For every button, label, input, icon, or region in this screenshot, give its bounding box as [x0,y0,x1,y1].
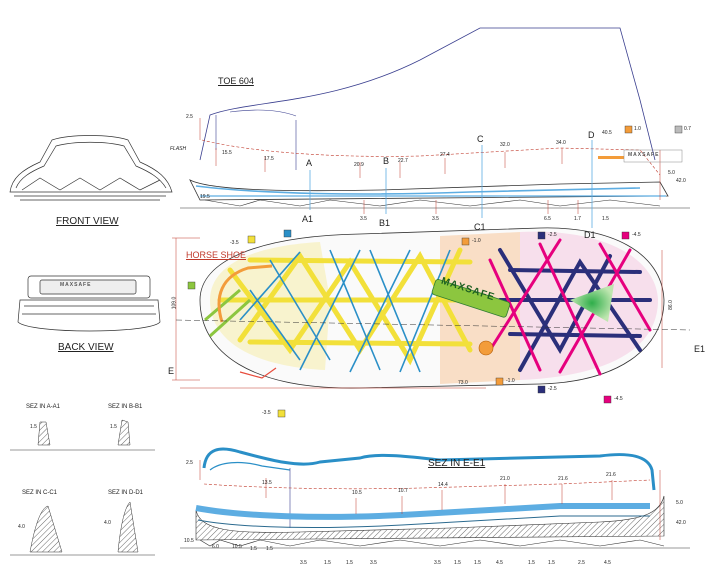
toe-label: TOE 604 [218,76,254,86]
dim-side: 32.0 [500,142,510,148]
marker-d: D [588,130,595,140]
section-ee1-drawing [180,447,690,549]
back-view-label: BACK VIEW [58,342,114,353]
dim-side: 1.0 [634,126,641,132]
dim-ee1-bottom: 1.5 [474,560,481,566]
dim-side: 0.7 [684,126,691,132]
small-sections [10,419,155,556]
marker-e: E [168,366,175,376]
dim-side: 2.5 [186,114,193,120]
dim-side: 5.0 [668,170,675,176]
dim-side: 3.5 [432,216,439,222]
dim-ee1: 21.0 [500,476,510,482]
dim-ee1: 21.6 [558,476,568,482]
dim-ee1-bottom: 3.5 [370,560,377,566]
back-view-brand: MAXSAFE [60,282,92,288]
front-view-drawing [9,135,173,201]
sez-dd1-label: SEZ IN D-D1 [108,490,144,496]
dim-sole-marker: -1.0 [472,238,481,244]
dim-side: 40.5 [602,130,612,136]
dim-sole-marker: -4.5 [614,396,623,402]
flash-label: FLASH [170,146,187,152]
dim-ee1: 5.0 [676,500,683,506]
dim-side: 15.5 [222,150,232,156]
dim-ee1: 10.5 [352,490,362,496]
marker-b: B [383,156,390,166]
dim-sole-marker: -3.5 [230,240,239,246]
dim-ee1: 1.5 [266,546,273,552]
dim-ee1-bottom: 3.5 [434,560,441,566]
marker-a1: A1 [302,214,314,224]
dim-sole-marker: -1.0 [506,378,515,384]
dim-ee1-bottom: 1.5 [454,560,461,566]
dim-ee1: 2.5 [186,460,193,466]
dim-width: 109.0 [171,296,178,310]
dim-sole-marker: -3.5 [262,410,271,416]
horse-shoe-label: HORSE SHOE [186,250,247,260]
outsole-top-view [172,227,691,418]
dim-pos: 73.0 [458,380,468,386]
dim-ee1-bottom: 4.5 [604,560,611,566]
dim-sec: 1.5 [30,424,37,430]
dim-side: 6.5 [544,216,551,222]
dim-ee1-bottom: 2.5 [578,560,585,566]
marker-d1: D1 [584,230,596,240]
sez-aa1-label: SEZ IN A-A1 [26,404,61,410]
front-view-label: FRONT VIEW [56,216,119,227]
dim-ee1-bottom: 1.5 [324,560,331,566]
dim-ee1-bottom: 3.5 [300,560,307,566]
dim-side: 1.7 [574,216,581,222]
dim-sole-marker: -2.5 [548,232,557,238]
marker-b1: B1 [379,218,391,228]
dim-side: 20.9 [354,162,364,168]
dim-width-right: 86.0 [667,300,674,310]
dim-ee1: 10.5 [184,538,194,544]
dim-ee1: 10.5 [232,544,242,550]
dim-ee1: 6.0 [212,544,219,550]
dim-ee1: 14.4 [438,482,448,488]
dim-side: 19.5 [200,194,210,200]
dim-ee1-bottom: 1.5 [548,560,555,566]
sez-bb1-label: SEZ IN B-B1 [108,404,143,410]
dim-sole-marker: -2.5 [548,386,557,392]
dim-ee1-bottom: 1.5 [346,560,353,566]
dim-ee1-bottom: 1.5 [528,560,535,566]
dim-side: 22.7 [398,158,408,164]
dim-side: 34.0 [556,140,566,146]
dim-ee1: 42.0 [676,520,686,526]
dim-ee1: 13.5 [262,480,272,486]
dim-ee1: 10.7 [398,488,408,494]
marker-c: C [477,134,484,144]
dim-side: 17.5 [264,156,274,162]
dim-sec: 4.0 [104,520,111,526]
back-view-drawing [17,275,161,332]
dim-side: 3.5 [360,216,367,222]
sez-ee1-label: SEZ IN E-E1 [428,458,486,469]
dim-ee1-bottom: 4.5 [496,560,503,566]
marker-c1: C1 [474,222,486,232]
dim-side: 1.5 [602,216,609,222]
marker-e1: E1 [694,344,706,354]
dim-sec: 1.5 [110,424,117,430]
marker-a: A [306,158,313,168]
sez-cc1-label: SEZ IN C-C1 [22,490,58,496]
dim-side: 42.0 [676,178,686,184]
dim-ee1: 1.5 [250,546,257,552]
side-view-drawing [180,27,690,228]
side-brand-label: MAXSAFE [628,152,660,158]
dim-sole-marker: -4.5 [632,232,641,238]
dim-sec: 4.0 [18,524,25,530]
dim-ee1: 21.6 [606,472,616,478]
dim-side: 27.4 [440,152,450,158]
